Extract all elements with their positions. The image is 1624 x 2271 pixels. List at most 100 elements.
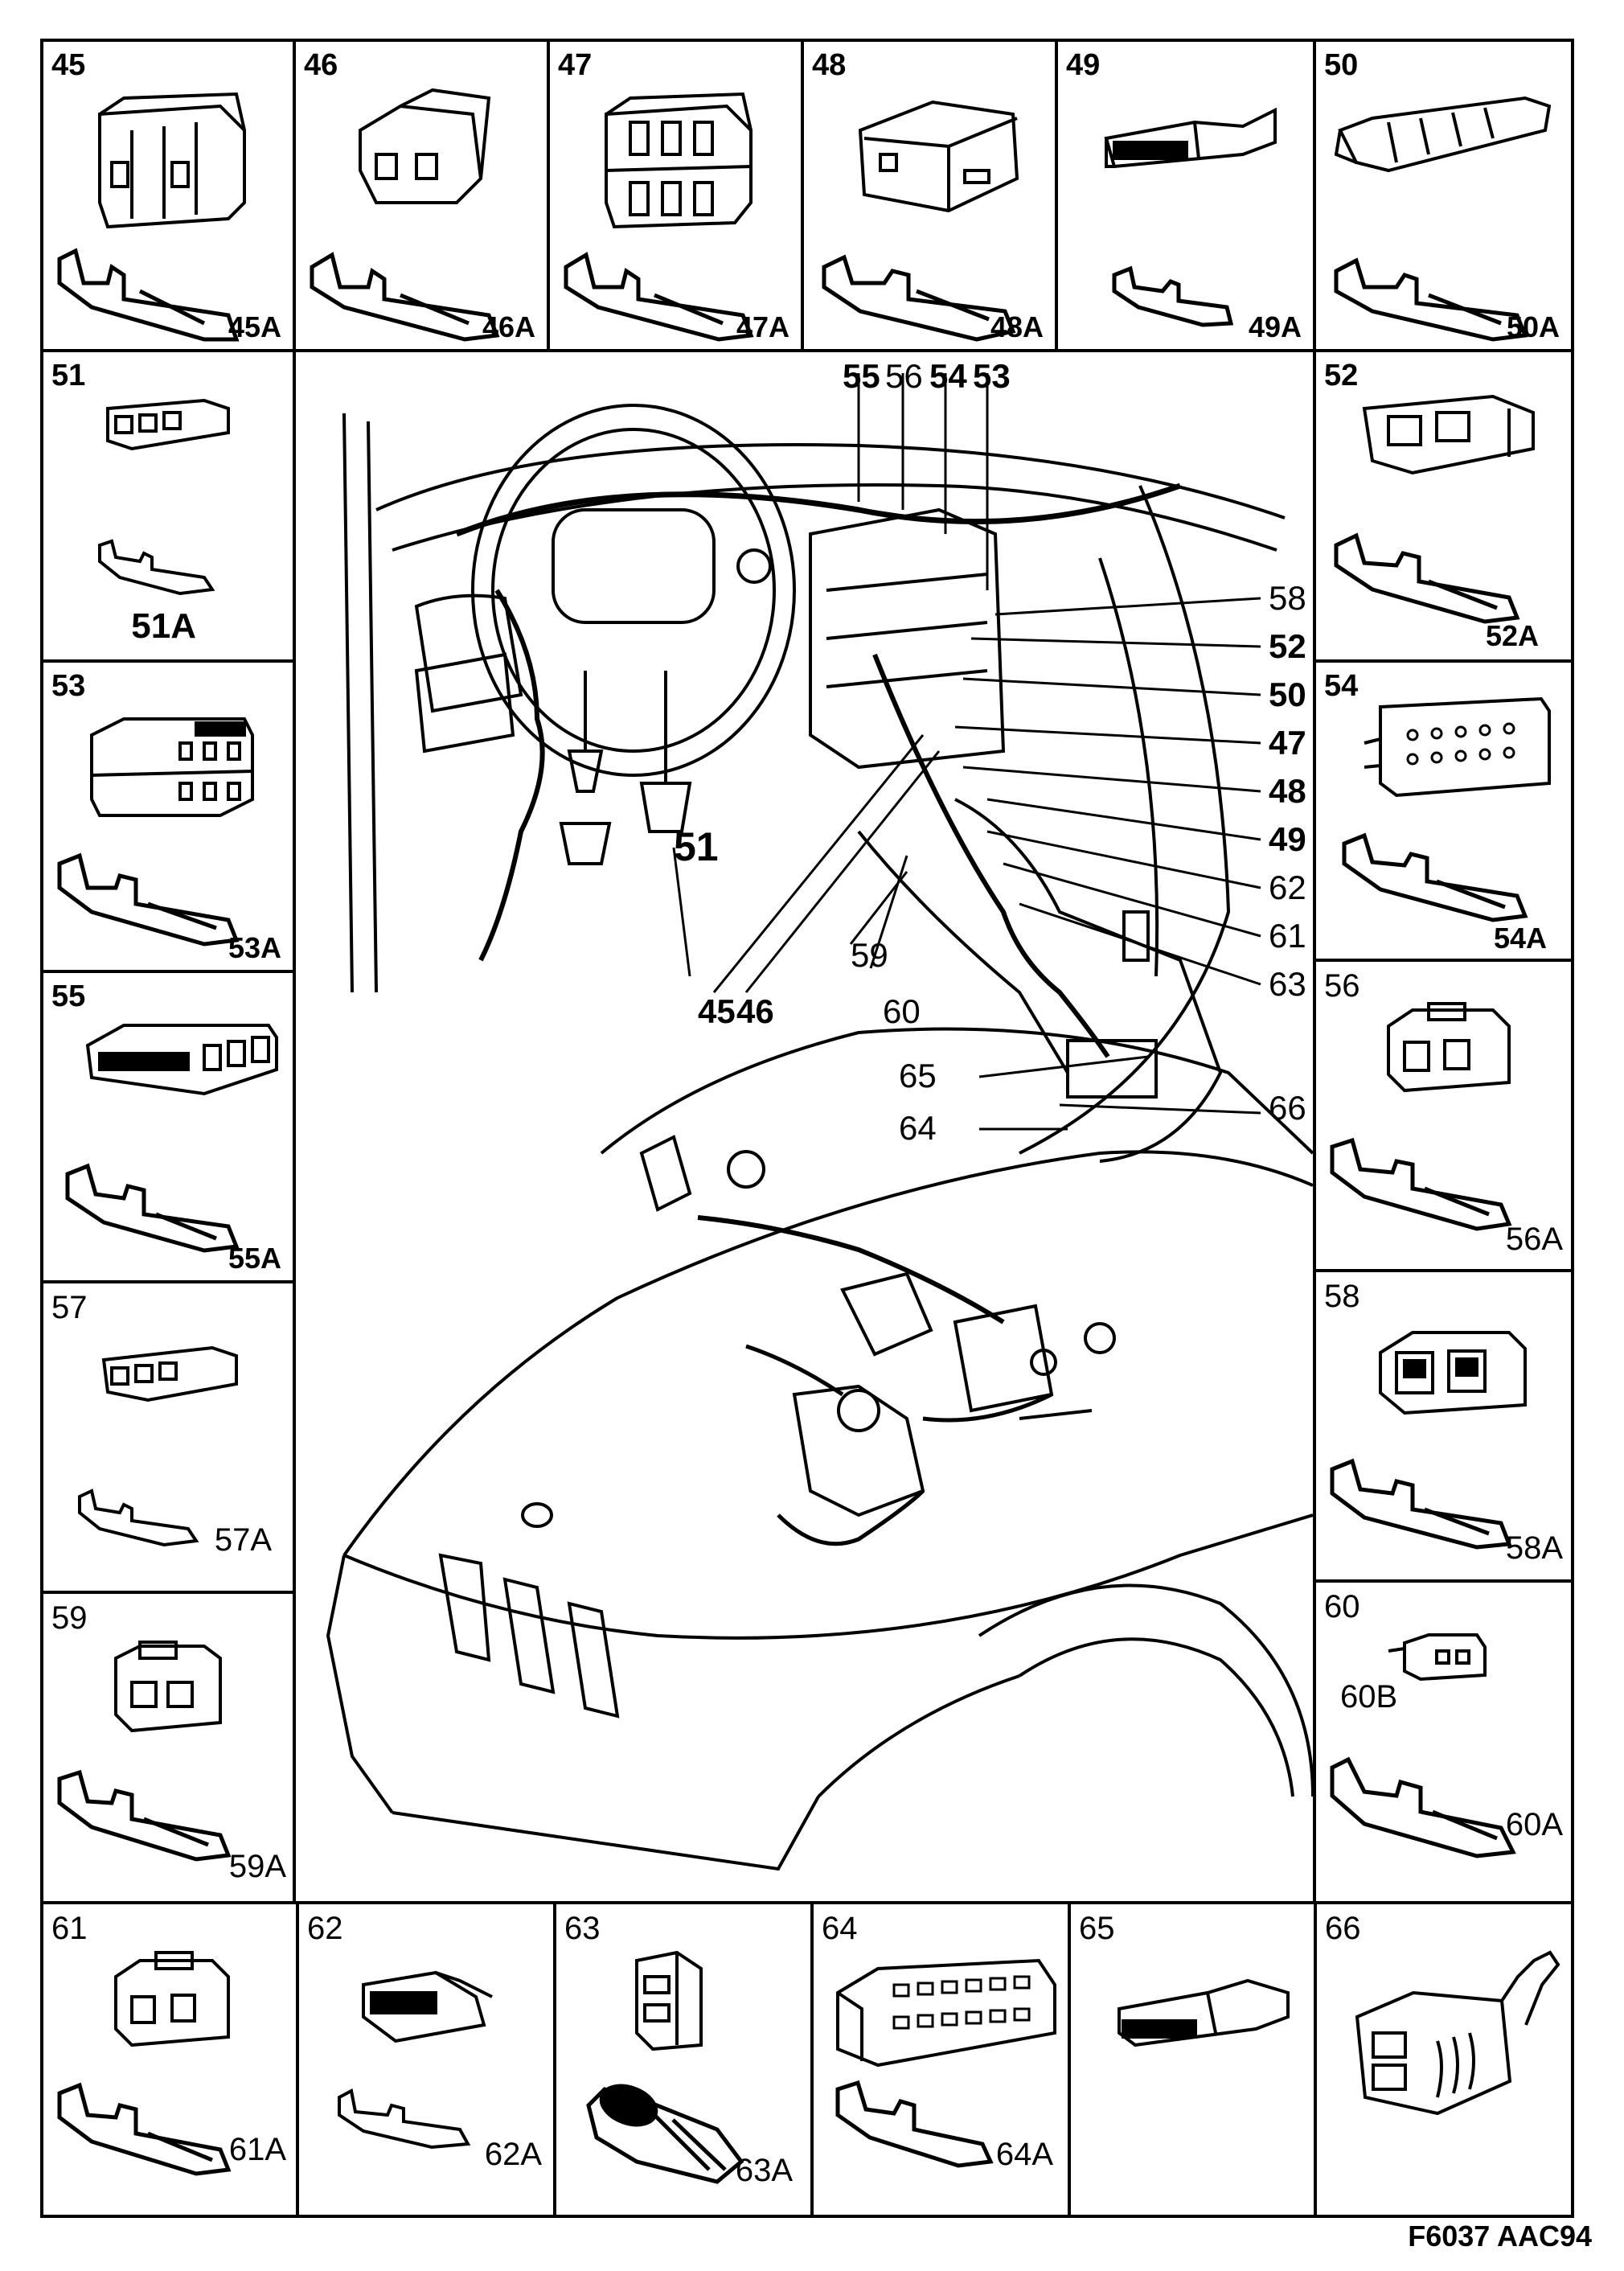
connector-drawing — [1334, 394, 1535, 624]
terminal-label: 59A — [228, 1849, 286, 1884]
callout-53: 53 — [973, 357, 1011, 395]
component-cell-55: 55 55A — [40, 970, 296, 1283]
callout-55: 55 — [843, 357, 880, 395]
callout-46: 46 — [736, 992, 774, 1030]
callout-50: 50 — [1269, 676, 1306, 713]
component-number: 54 — [1324, 669, 1359, 703]
component-cell-53: 53 53A — [40, 659, 296, 973]
component-number: 56 — [1324, 968, 1360, 1004]
vehicle-cutaway-illustration: 55 56 54 53 58 52 50 47 48 49 62 61 63 5… — [296, 349, 1314, 1901]
component-number: 58 — [1324, 1279, 1360, 1314]
vehicle-drawing — [326, 373, 1314, 1871]
component-number: 57 — [51, 1290, 88, 1325]
connector-drawing — [586, 1950, 744, 2184]
callout-45: 45 — [698, 992, 736, 1030]
component-number: 63 — [564, 1911, 601, 1946]
component-number: 50 — [1324, 48, 1359, 82]
callout-63: 63 — [1269, 965, 1306, 1003]
terminal-label: 47A — [736, 310, 789, 343]
component-number: 49 — [1066, 48, 1101, 82]
component-cell-50: 50 50A — [1313, 39, 1574, 352]
callout-54: 54 — [929, 357, 967, 395]
terminal-label-b: 60B — [1340, 1679, 1398, 1715]
component-cell-48: 48 48A — [801, 39, 1058, 352]
terminal-label: 49A — [1248, 310, 1302, 343]
component-cell-64: 64 64A — [810, 1901, 1071, 2218]
callout-56: 56 — [885, 357, 923, 395]
connector-drawing — [57, 1641, 232, 1862]
terminal-label: 50A — [1506, 310, 1560, 343]
terminal-label: 54A — [1493, 922, 1547, 955]
connector-drawing — [1355, 1950, 1560, 2116]
connector-drawing — [822, 100, 1019, 342]
component-cell-51: 51 51A — [40, 349, 296, 663]
callout-66: 66 — [1269, 1089, 1306, 1127]
component-number: 48 — [812, 48, 847, 82]
connector-drawing — [98, 398, 230, 596]
connector-drawing — [1334, 96, 1552, 342]
callout-48: 48 — [1269, 772, 1306, 810]
connector-drawing — [57, 1951, 232, 2176]
component-cell-61: 61 61A — [40, 1901, 299, 2218]
connector-drawing — [57, 92, 246, 342]
drawing-reference-code: F6037 AAC94 — [1408, 2220, 1592, 2253]
component-number: 65 — [1079, 1911, 1115, 1946]
terminal-label: 55A — [228, 1242, 281, 1275]
callout-47: 47 — [1269, 724, 1306, 762]
component-cell-60: 60 60B 60A — [1313, 1579, 1574, 1904]
component-cell-65: 65 — [1068, 1901, 1317, 2218]
callout-59: 59 — [851, 936, 888, 974]
callout-51: 51 — [674, 824, 719, 869]
connector-drawing — [65, 1024, 278, 1253]
component-cell-63: 63 63A — [553, 1901, 814, 2218]
component-cell-59: 59 59A — [40, 1591, 296, 1904]
callout-61: 61 — [1269, 917, 1306, 955]
terminal-label: 51A — [131, 606, 196, 646]
connector-drawing — [78, 1345, 238, 1547]
component-cell-54: 54 54A — [1313, 659, 1574, 962]
connector-drawing — [1330, 1002, 1512, 1231]
terminal-label: 62A — [484, 2137, 542, 2172]
component-number: 52 — [1324, 359, 1359, 392]
component-number: 47 — [558, 48, 593, 82]
component-number: 59 — [51, 1600, 88, 1636]
connector-drawing — [1330, 1633, 1516, 1858]
component-number: 66 — [1325, 1911, 1361, 1946]
callout-62: 62 — [1269, 869, 1306, 906]
component-number: 62 — [307, 1911, 343, 1946]
terminal-label: 56A — [1505, 1222, 1563, 1257]
component-number: 53 — [51, 669, 86, 703]
component-number: 46 — [304, 48, 338, 82]
connector-drawing — [1342, 696, 1551, 922]
component-number: 61 — [51, 1911, 88, 1946]
callout-65: 65 — [899, 1057, 937, 1094]
terminal-label: 46A — [482, 310, 535, 343]
component-cell-58: 58 58A — [1313, 1269, 1574, 1583]
terminal-label: 63A — [735, 2153, 793, 2188]
terminal-label: 61A — [228, 2132, 286, 2167]
terminal-label: 64A — [995, 2137, 1053, 2172]
component-cell-49: 49 49A — [1055, 39, 1316, 352]
component-number: 55 — [51, 979, 86, 1013]
component-number: 51 — [51, 359, 86, 392]
terminal-label: 57A — [214, 1522, 272, 1558]
component-cell-46: 46 46A — [293, 39, 550, 352]
component-cell-47: 47 47A — [547, 39, 804, 352]
connector-drawing — [1118, 1978, 1290, 2047]
connector-drawing — [310, 88, 500, 342]
terminal-label: 45A — [228, 310, 281, 343]
connector-drawing — [1104, 107, 1277, 327]
component-cell-45: 45 45A — [40, 39, 296, 352]
component-number: 45 — [51, 48, 86, 82]
terminal-label: 48A — [990, 310, 1044, 343]
component-number: 64 — [822, 1911, 858, 1946]
component-cell-56: 56 56A — [1313, 959, 1574, 1272]
callout-64: 64 — [899, 1109, 937, 1147]
terminal-label: 60A — [1505, 1807, 1563, 1842]
callout-49: 49 — [1269, 820, 1306, 858]
component-cell-52: 52 52A — [1313, 349, 1574, 663]
callout-58: 58 — [1269, 579, 1306, 617]
connector-drawing — [57, 717, 254, 947]
terminal-label: 58A — [1505, 1530, 1563, 1566]
